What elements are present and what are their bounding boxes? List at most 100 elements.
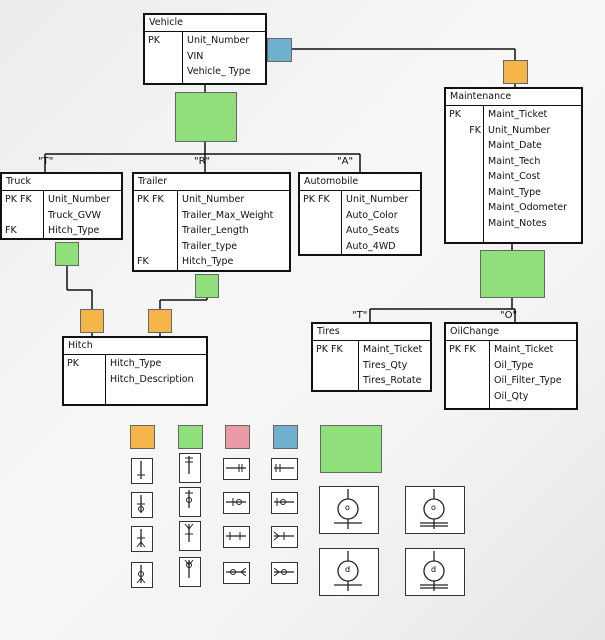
tires-attribute: Tires_Rotate — [363, 375, 422, 386]
maintenance-attribute: Unit_Number — [488, 124, 551, 136]
legend-subtype-swatch — [320, 425, 382, 473]
hitch-key: PK — [67, 358, 79, 369]
trailer-discriminator: "R" — [194, 156, 211, 167]
tires-key: PK FK — [316, 344, 343, 355]
cardinality-symbol-horizontal-3 — [223, 526, 250, 548]
vehicle-title: Vehicle — [145, 15, 265, 32]
trailer-key — [137, 239, 175, 255]
oilchange-title: OilChange — [446, 324, 576, 341]
maintenance-key — [449, 138, 481, 154]
tires-key — [316, 358, 356, 374]
vehicle-key: PK — [148, 35, 160, 46]
oilchange-attribute: Oil_Filter_Type — [494, 375, 562, 386]
cardinality-symbol-vertical-3 — [131, 526, 153, 552]
automobile-key — [303, 208, 339, 224]
maintenance-attribute: Maint_Date — [488, 140, 542, 151]
tires-key — [316, 373, 356, 389]
truck-key: PK FK — [5, 194, 32, 205]
vehicle-attribute: Vehicle_ Type — [187, 66, 251, 77]
automobile-title: Automobile — [300, 174, 420, 191]
truck-key — [5, 208, 41, 224]
subtype-circle-symbol: d — [405, 548, 465, 596]
trailer-attribute: Unit_Number — [182, 194, 245, 205]
trailer-hitch-connector — [195, 274, 219, 298]
truck-key: FK — [5, 225, 17, 236]
automobile-key — [303, 223, 339, 239]
cardinality-symbol-vertical-many-3 — [179, 521, 201, 551]
maintenance-key — [449, 216, 481, 232]
tires-attribute: Tires_Qty — [363, 359, 408, 371]
cardinality-symbol-horizontal-2 — [223, 492, 250, 514]
trailer-title: Trailer — [134, 174, 289, 191]
oilchange-key — [449, 358, 487, 374]
maintenance-attribute: Maint_Tech — [488, 155, 541, 167]
hitch-attribute: Hitch_Description — [110, 373, 194, 385]
oilchange-keys: PK FK — [446, 340, 490, 408]
maintenance-title: Maintenance — [446, 89, 581, 106]
truck-hitch-connector — [55, 242, 79, 266]
vehicle-keys: PK — [145, 31, 183, 83]
subtype-circle-symbol: d — [319, 548, 379, 596]
automobile-attribute: Auto_Color — [346, 209, 398, 221]
hitch-truck-connector — [80, 309, 104, 333]
subtype-circle-letter: d — [431, 565, 437, 574]
hitch-keys: PK — [64, 354, 106, 404]
maintenance-subtype-symbol — [480, 250, 545, 298]
vehicle-attribute: Unit_Number — [187, 35, 250, 46]
truck-title: Truck — [2, 174, 121, 191]
trailer-attribute: Hitch_Type — [182, 256, 234, 267]
maintenance-key: PK — [449, 109, 461, 120]
oilchange-key: PK FK — [449, 344, 476, 355]
subtype-circle-letter: o — [431, 503, 436, 512]
maintenance-attribute: Maint_Odometer — [488, 202, 568, 213]
oilchange-discriminator: "O" — [500, 310, 518, 321]
tires-discriminator: "T" — [352, 310, 368, 321]
oilchange-attribute: Oil_Qty — [494, 390, 529, 402]
cardinality-symbol-vertical-many-2 — [179, 487, 201, 517]
vehicle-subtype-symbol — [175, 92, 237, 142]
hitch-key — [67, 372, 103, 388]
maintenance-attribute: Maint_Type — [488, 186, 541, 198]
trailer-attribute: Trailer_type — [182, 240, 238, 252]
hitch-title: Hitch — [64, 338, 206, 355]
cardinality-symbol-horizontal-many-1 — [271, 458, 298, 480]
automobile-attribute: Unit_Number — [346, 194, 409, 205]
maintenance-key — [449, 169, 481, 185]
legend-orange-swatch — [130, 425, 155, 449]
cardinality-symbol-vertical-1 — [131, 458, 153, 484]
trailer-attribute: Trailer_Length — [182, 225, 249, 236]
vehicle-key — [148, 49, 180, 65]
cardinality-symbol-horizontal-4 — [223, 562, 250, 584]
automobile-discriminator: "A" — [337, 156, 354, 167]
maintenance-attribute: Maint_Notes — [488, 217, 547, 229]
cardinality-symbol-horizontal-many-3 — [271, 526, 298, 548]
legend-blue-swatch — [273, 425, 298, 449]
trailer-attribute: Trailer_Max_Weight — [182, 209, 274, 221]
truck-attribute: Unit_Number — [48, 194, 111, 205]
hitch-trailer-connector — [148, 309, 172, 333]
cardinality-symbol-horizontal-many-4 — [271, 562, 298, 584]
trailer-key: PK FK — [137, 194, 164, 205]
truck-attribute: Hitch_Type — [48, 225, 100, 236]
trailer-key — [137, 223, 175, 239]
automobile-key: PK FK — [303, 194, 330, 205]
hitch-attribute: Hitch_Type — [110, 358, 162, 369]
oilchange-key — [449, 373, 487, 389]
subtype-circle-letter: o — [345, 503, 350, 512]
maintenance-connector — [503, 60, 528, 84]
maintenance-key — [449, 154, 481, 170]
maintenance-key: FK — [469, 124, 481, 136]
